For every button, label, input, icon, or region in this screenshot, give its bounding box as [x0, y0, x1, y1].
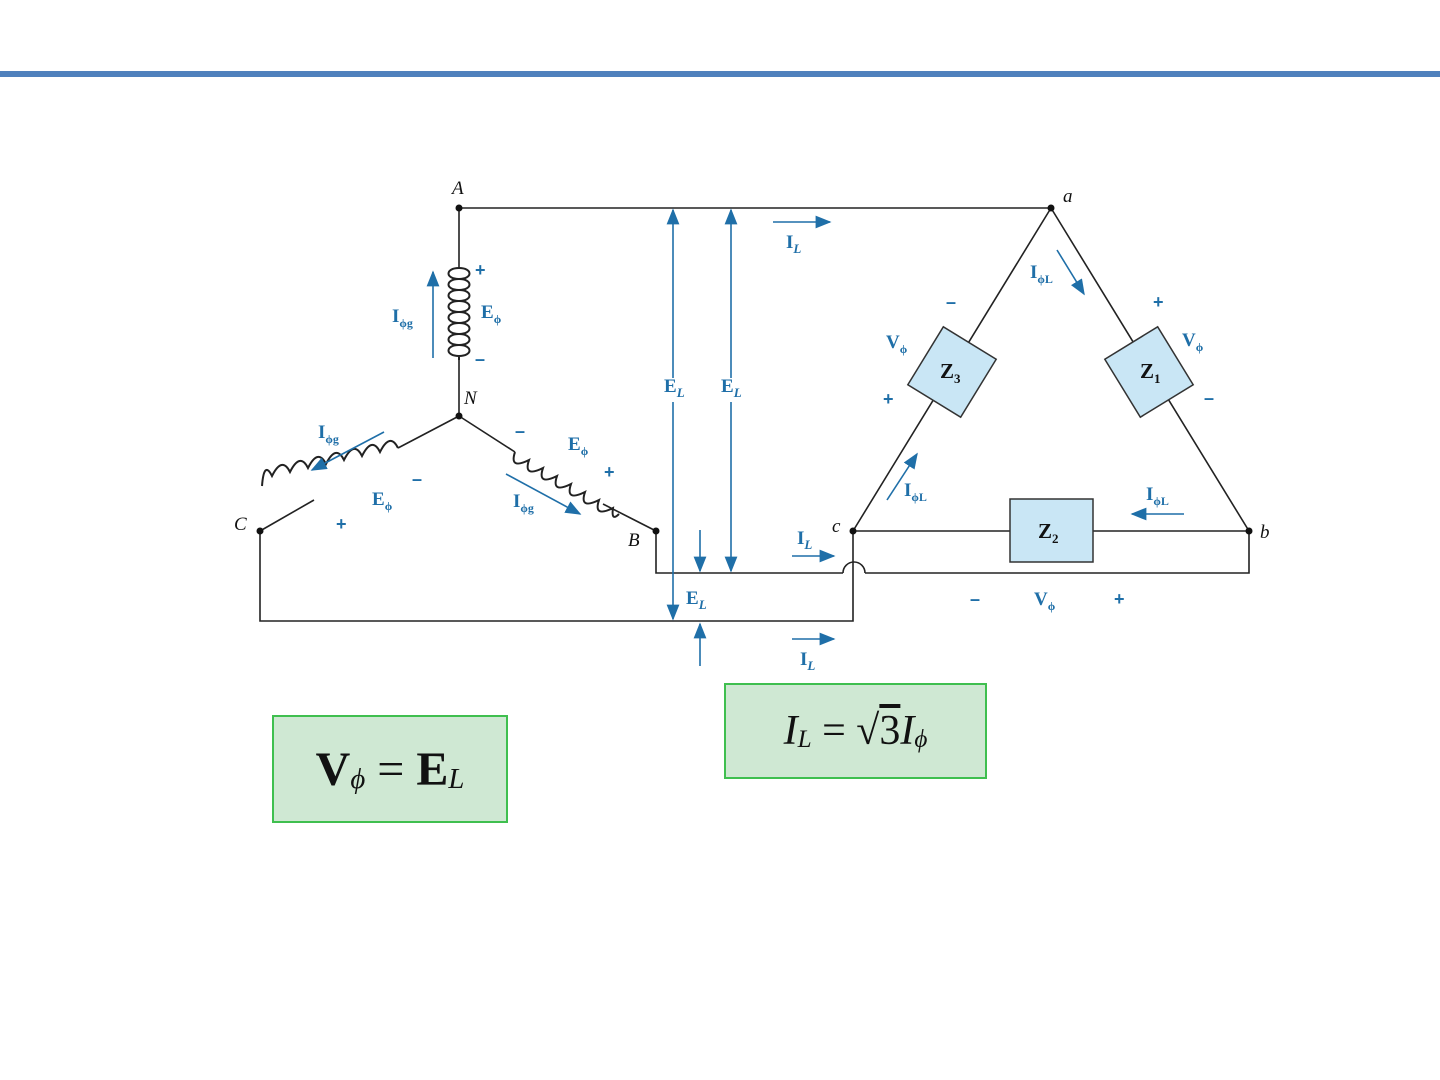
node-C: [257, 528, 264, 535]
label-IphiL-ab: IϕL: [1030, 262, 1053, 286]
sign-minus-z1: –: [1204, 388, 1214, 408]
sign-plus-z3: +: [883, 389, 894, 409]
phase-c-lead: [260, 500, 314, 531]
label-Ephi-b: Eϕ: [568, 434, 589, 458]
node-label-N: N: [463, 388, 478, 409]
transmission-lines: [260, 208, 1249, 621]
node-label-B: B: [628, 530, 640, 551]
node-N: [456, 413, 463, 420]
sign-plus-a: +: [475, 260, 486, 280]
formula-voltage-lhs: V: [316, 742, 351, 797]
sign-minus-c: –: [412, 469, 422, 489]
impedance-z2: Z2: [1010, 499, 1093, 562]
label-Vphi-ab: Vϕ: [1182, 330, 1204, 354]
label-EL-3: EL: [686, 588, 707, 612]
formula-current-rhs-sub: ϕ: [914, 726, 927, 754]
node-B: [653, 528, 660, 535]
node-A: [456, 205, 463, 212]
line-crossover: [843, 562, 865, 573]
label-Ephi-a: Eϕ: [481, 302, 502, 326]
sign-minus-b: –: [515, 421, 525, 441]
sign-plus-z1: +: [1153, 292, 1164, 312]
sign-plus-c: +: [336, 514, 347, 534]
labels: Iϕg Eϕ + – Iϕg Eϕ – + Eϕ – + Iϕg IL IL I…: [318, 232, 1214, 673]
wye-source: [260, 208, 656, 531]
impedance-z3: Z3: [908, 327, 996, 417]
label-Vphi-ca: Vϕ: [886, 332, 908, 356]
node-label-c: c: [832, 516, 841, 537]
sign-minus-z3: –: [946, 292, 956, 312]
sign-minus-z2: –: [970, 589, 980, 609]
node-label-A: A: [450, 178, 464, 199]
formula-current-lhs-sub: L: [798, 726, 812, 754]
delta-load: Z1 Z3 Z2: [853, 208, 1249, 562]
node-label-C: C: [234, 514, 247, 535]
node-label-b: b: [1260, 522, 1270, 543]
formula-current-rhs: I: [900, 707, 914, 755]
label-IL-bottom: IL: [800, 649, 815, 673]
label-Iphig-b: Iϕg: [513, 491, 534, 515]
phase-b-lead: [603, 504, 656, 531]
phase-b-from-neutral: [459, 416, 515, 452]
node-label-a: a: [1063, 186, 1073, 207]
arrows: [312, 210, 1184, 666]
node-b: [1246, 528, 1253, 535]
formula-voltage-rhs-sub: L: [448, 763, 464, 796]
label-EL-1: EL: [664, 376, 685, 400]
label-EL-2: EL: [721, 376, 742, 400]
formula-current-root: √: [856, 707, 879, 755]
phase-c-from-neutral: [398, 416, 459, 448]
label-IphiL-bc: IϕL: [1146, 484, 1169, 508]
sign-plus-b: +: [604, 462, 615, 482]
label-Vphi-bc: Vϕ: [1034, 589, 1056, 613]
formula-current-radicand: 3: [879, 707, 900, 755]
formula-voltage-lhs-sub: ϕ: [350, 763, 365, 796]
sign-plus-z2: +: [1114, 589, 1125, 609]
label-Ephi-c: Eϕ: [372, 489, 393, 513]
phase-a-coil: [449, 268, 470, 360]
formula-voltage-rhs: E: [416, 742, 448, 797]
sign-minus-a: –: [475, 349, 485, 369]
impedance-z1: Z1: [1105, 327, 1193, 417]
label-Iphig-a: Iϕg: [392, 306, 413, 330]
node-a: [1048, 205, 1055, 212]
label-IphiL-ca: IϕL: [904, 480, 927, 504]
formula-current-lhs: I: [784, 707, 798, 755]
formula-current-equals: =: [812, 707, 857, 755]
formula-voltage-equals: =: [365, 742, 416, 797]
node-c: [850, 528, 857, 535]
line-B-b-left: [656, 531, 843, 573]
line-C-c: [260, 531, 853, 621]
label-Iphig-c: Iϕg: [318, 422, 339, 446]
label-IL-top: IL: [786, 232, 801, 256]
phase-c-coil: [262, 441, 398, 486]
label-IL-mid: IL: [797, 528, 812, 552]
